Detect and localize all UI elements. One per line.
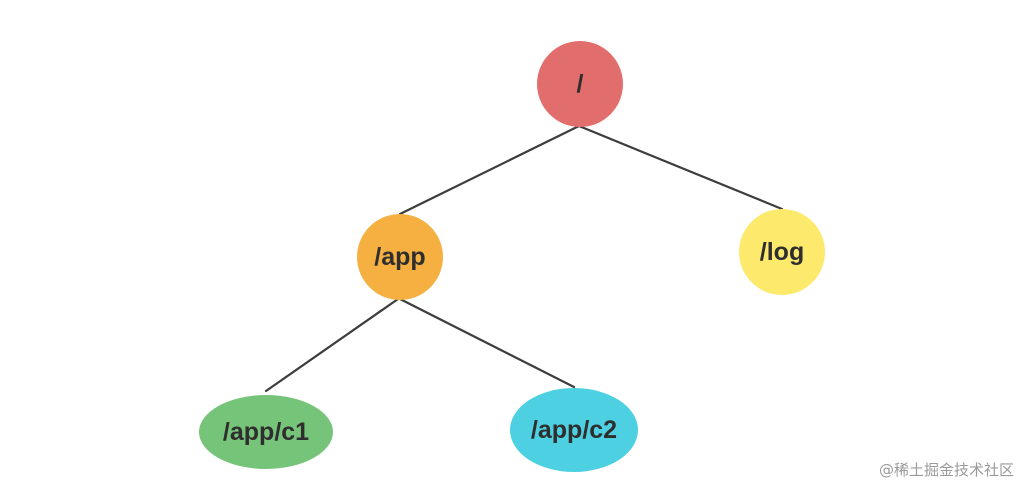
edge-app-app-c2: [398, 297, 576, 389]
node-app-label: /app: [374, 243, 425, 271]
node-app-c1-label: /app/c1: [223, 418, 309, 446]
node-log-circle: [739, 209, 825, 295]
edge-root-app: [398, 124, 581, 216]
node-app-c2: /app/c2: [510, 388, 638, 472]
node-app-c1-ellipse: [199, 395, 333, 469]
edge-root-log: [577, 124, 784, 211]
node-app: /app: [357, 214, 443, 300]
node-root-circle: [537, 41, 623, 127]
node-app-c2-label: /app/c2: [531, 416, 617, 444]
node-root-label: /: [577, 70, 584, 98]
watermark-text: @稀土掘金技术社区: [878, 461, 1014, 479]
node-app-circle: [357, 214, 443, 300]
edge-app-app-c1: [264, 297, 400, 393]
node-app-c2-ellipse: [510, 388, 638, 472]
node-log: /log: [739, 209, 825, 295]
node-root: /: [537, 41, 623, 127]
node-log-label: /log: [760, 238, 804, 266]
node-app-c1: /app/c1: [199, 395, 333, 469]
